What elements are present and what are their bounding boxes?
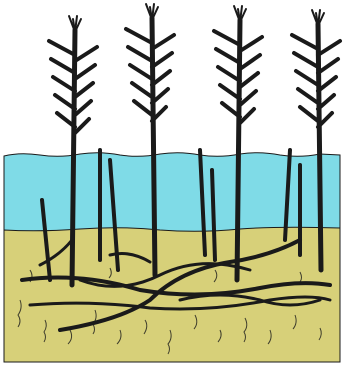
reed-stem: [72, 30, 75, 285]
reed-stem: [152, 18, 155, 275]
reed-stem: [237, 20, 240, 280]
reed-stem: [318, 24, 321, 270]
